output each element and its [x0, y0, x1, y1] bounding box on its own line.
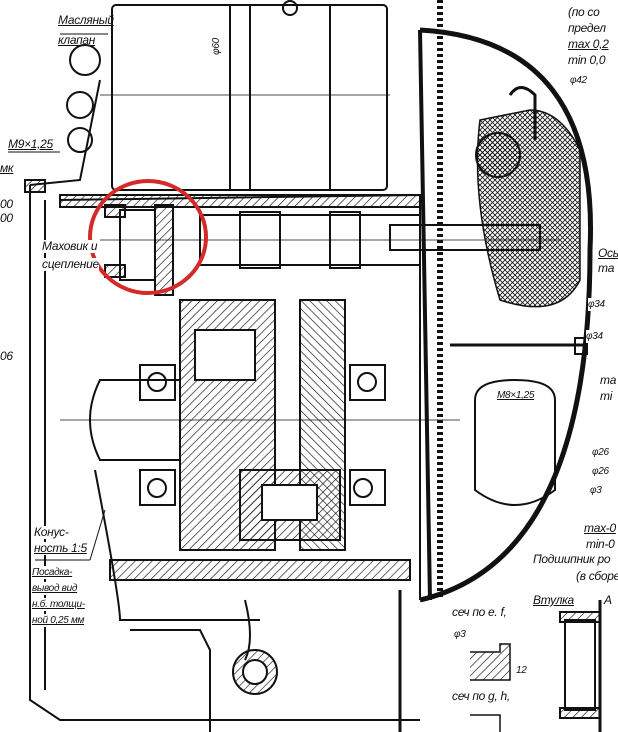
- label-right-note: предел: [568, 21, 606, 35]
- highlight-circle-flywheel: [88, 179, 208, 295]
- label-oil-valve: клапан: [58, 33, 96, 47]
- label-mi: mi: [600, 389, 613, 403]
- label-fit: вывод вид: [32, 582, 78, 595]
- label-section-phi3: φ3: [454, 628, 466, 641]
- label-fit: ной 0,25 мм: [32, 614, 85, 627]
- label-partial: 00: [0, 197, 13, 211]
- label-oil-valve: Масляный: [58, 13, 114, 27]
- label-phi26: φ26: [592, 465, 609, 478]
- label-taper: ность 1:5: [34, 541, 87, 555]
- label-a: A: [604, 593, 612, 607]
- label-fit: н.б. толщи-: [32, 598, 85, 611]
- label-phi60: φ60: [210, 38, 222, 55]
- label-phi34: φ34: [588, 298, 605, 311]
- label-section-ef: сеч по е. f,: [452, 605, 507, 619]
- label-bearing: (в сборе: [576, 569, 618, 583]
- label-thread-m9: M9×1,25: [8, 137, 53, 151]
- label-right-max: max 0,2: [568, 37, 609, 51]
- label-max: max-0: [584, 521, 616, 535]
- label-partial: 00: [0, 211, 13, 225]
- label-bearing: Подшипник ро: [533, 552, 611, 566]
- label-partial: мк: [0, 161, 14, 175]
- label-right-note: (по со: [568, 5, 600, 19]
- label-phi3: φ3: [590, 484, 602, 497]
- label-section-gh: сеч по g, h,: [452, 689, 510, 703]
- label-phi26: φ26: [592, 446, 609, 459]
- label-axis: Ось: [598, 246, 618, 260]
- label-min: min-0: [586, 537, 615, 551]
- label-phi34: φ34: [586, 330, 603, 343]
- label-right-min: min 0,0: [568, 53, 606, 67]
- label-fit: Посадка-: [32, 566, 73, 579]
- label-clutch: сцепление: [42, 257, 99, 271]
- label-taper: Конус-: [34, 525, 69, 539]
- label-flywheel: Маховик и: [42, 239, 98, 253]
- label-axis: ma: [598, 261, 615, 275]
- label-section-12: 12: [516, 664, 527, 677]
- label-thread-m8: M8×1,25: [497, 389, 535, 402]
- label-phi42: φ42: [570, 74, 587, 87]
- label-ma: ma: [600, 373, 617, 387]
- label-bushing: Втулка: [533, 593, 574, 607]
- label-partial: 06: [0, 349, 13, 363]
